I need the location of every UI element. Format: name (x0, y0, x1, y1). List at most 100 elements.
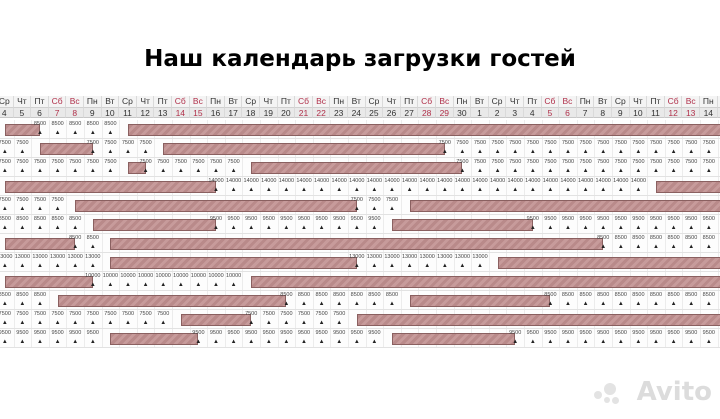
booked-period-bar[interactable] (128, 162, 146, 174)
free-day-cell[interactable]: 8500▲ (49, 215, 67, 234)
free-day-cell[interactable]: 14000▲ (577, 177, 595, 196)
free-day-cell[interactable]: 9500▲ (665, 329, 683, 348)
free-day-cell[interactable]: 13000▲ (366, 253, 384, 272)
free-day-cell[interactable]: 9500▲ (682, 329, 700, 348)
booked-period-bar[interactable] (251, 162, 463, 174)
free-day-cell[interactable]: 10000▲ (84, 272, 102, 291)
free-day-cell[interactable]: 7500▲ (612, 158, 630, 177)
free-day-cell[interactable]: 9500▲ (330, 329, 348, 348)
free-day-cell[interactable]: 8500▲ (612, 291, 630, 310)
free-day-cell[interactable]: 7500▲ (66, 310, 84, 329)
booked-period-bar[interactable] (57, 295, 287, 307)
free-day-cell[interactable]: 9500▲ (207, 329, 225, 348)
free-day-cell[interactable]: 8500▲ (665, 291, 683, 310)
free-day-cell[interactable]: 14000▲ (489, 177, 507, 196)
free-day-cell[interactable]: 7500▲ (665, 158, 683, 177)
free-day-cell[interactable]: 9500▲ (647, 215, 665, 234)
free-day-cell[interactable]: 9500▲ (612, 329, 630, 348)
booked-period-bar[interactable] (409, 200, 720, 212)
date-header[interactable]: 5 (541, 107, 560, 118)
free-day-cell[interactable]: 7500▲ (154, 158, 172, 177)
free-day-cell[interactable]: 9500▲ (542, 215, 560, 234)
free-day-cell[interactable]: 13000▲ (84, 253, 102, 272)
free-day-cell[interactable]: 7500▲ (260, 310, 278, 329)
free-day-cell[interactable]: 7500▲ (0, 139, 14, 158)
date-header[interactable]: 14 (172, 107, 190, 118)
free-day-cell[interactable]: 9500▲ (49, 329, 67, 348)
free-day-cell[interactable]: 9500▲ (506, 329, 524, 348)
free-day-cell[interactable]: 7500▲ (0, 310, 14, 329)
free-day-cell[interactable]: 7500▲ (154, 310, 172, 329)
free-day-cell[interactable]: 7500▲ (454, 158, 472, 177)
free-day-cell[interactable]: 7500▲ (225, 158, 243, 177)
free-day-cell[interactable]: 7500▲ (630, 158, 648, 177)
free-day-cell[interactable]: 7500▲ (647, 139, 665, 158)
free-day-cell[interactable]: 10000▲ (172, 272, 190, 291)
free-day-cell[interactable]: 14000▲ (330, 177, 348, 196)
free-day-cell[interactable]: 7500▲ (295, 310, 313, 329)
free-day-cell[interactable]: 7500▲ (454, 139, 472, 158)
booked-period-bar[interactable] (4, 276, 93, 288)
free-day-cell[interactable]: 9500▲ (594, 215, 612, 234)
free-day-cell[interactable]: 7500▲ (242, 310, 260, 329)
free-day-cell[interactable]: 10000▲ (137, 272, 155, 291)
booked-period-bar[interactable] (92, 219, 216, 231)
free-day-cell[interactable]: 8500▲ (295, 291, 313, 310)
free-day-cell[interactable]: 8500▲ (647, 291, 665, 310)
free-day-cell[interactable]: 8500▲ (700, 234, 718, 253)
free-day-cell[interactable]: 7500▲ (630, 139, 648, 158)
free-day-cell[interactable]: 9500▲ (630, 329, 648, 348)
free-day-cell[interactable]: 8500▲ (31, 215, 49, 234)
free-day-cell[interactable]: 9500▲ (366, 215, 384, 234)
free-day-cell[interactable]: 7500▲ (31, 158, 49, 177)
free-day-cell[interactable]: 14000▲ (242, 177, 260, 196)
free-day-cell[interactable]: 9500▲ (348, 329, 366, 348)
free-day-cell[interactable]: 9500▲ (524, 215, 542, 234)
free-day-cell[interactable]: 9500▲ (700, 329, 718, 348)
date-header[interactable]: 29 (436, 107, 454, 118)
free-day-cell[interactable]: 9500▲ (665, 215, 683, 234)
free-day-cell[interactable]: 7500▲ (0, 196, 14, 215)
free-day-cell[interactable]: 14000▲ (260, 177, 278, 196)
free-day-cell[interactable]: 14000▲ (559, 177, 577, 196)
free-day-cell[interactable]: 7500▲ (313, 310, 331, 329)
free-day-cell[interactable]: 7500▲ (665, 139, 683, 158)
free-day-cell[interactable]: 14000▲ (348, 177, 366, 196)
date-header[interactable]: 6 (559, 107, 577, 118)
free-day-cell[interactable]: 8500▲ (630, 291, 648, 310)
booked-period-bar[interactable] (4, 238, 76, 250)
free-day-cell[interactable]: 7500▲ (14, 310, 32, 329)
free-day-cell[interactable]: 8500▲ (542, 291, 560, 310)
free-day-cell[interactable]: 8500▲ (31, 291, 49, 310)
free-day-cell[interactable]: 7500▲ (278, 310, 296, 329)
free-day-cell[interactable]: 7500▲ (14, 139, 32, 158)
free-day-cell[interactable]: 14000▲ (225, 177, 243, 196)
free-day-cell[interactable]: 7500▲ (207, 158, 225, 177)
date-header[interactable]: 7 (576, 107, 595, 118)
free-day-cell[interactable]: 7500▲ (542, 139, 560, 158)
free-day-cell[interactable]: 14000▲ (594, 177, 612, 196)
free-day-cell[interactable]: 13000▲ (66, 253, 84, 272)
date-header[interactable]: 4 (0, 107, 14, 118)
free-day-cell[interactable]: 8500▲ (278, 291, 296, 310)
free-day-cell[interactable]: 14000▲ (207, 177, 225, 196)
free-day-cell[interactable]: 9500▲ (260, 215, 278, 234)
free-day-cell[interactable]: 7500▲ (647, 158, 665, 177)
free-day-cell[interactable]: 7500▲ (594, 139, 612, 158)
free-day-cell[interactable]: 7500▲ (489, 158, 507, 177)
free-day-cell[interactable]: 7500▲ (682, 158, 700, 177)
free-day-cell[interactable]: 7500▲ (31, 196, 49, 215)
free-day-cell[interactable]: 13000▲ (14, 253, 32, 272)
booked-period-bar[interactable] (128, 124, 720, 136)
date-header[interactable]: 8 (594, 107, 612, 118)
booked-period-bar[interactable] (251, 276, 720, 288)
free-day-cell[interactable]: 13000▲ (0, 253, 14, 272)
free-day-cell[interactable]: 14000▲ (454, 177, 472, 196)
free-day-cell[interactable]: 8500▲ (84, 120, 102, 139)
free-day-cell[interactable]: 13000▲ (454, 253, 472, 272)
free-day-cell[interactable]: 8500▲ (366, 291, 384, 310)
free-day-cell[interactable]: 7500▲ (612, 139, 630, 158)
booked-period-bar[interactable] (75, 200, 357, 212)
free-day-cell[interactable]: 8500▲ (594, 234, 612, 253)
free-day-cell[interactable]: 9500▲ (278, 329, 296, 348)
